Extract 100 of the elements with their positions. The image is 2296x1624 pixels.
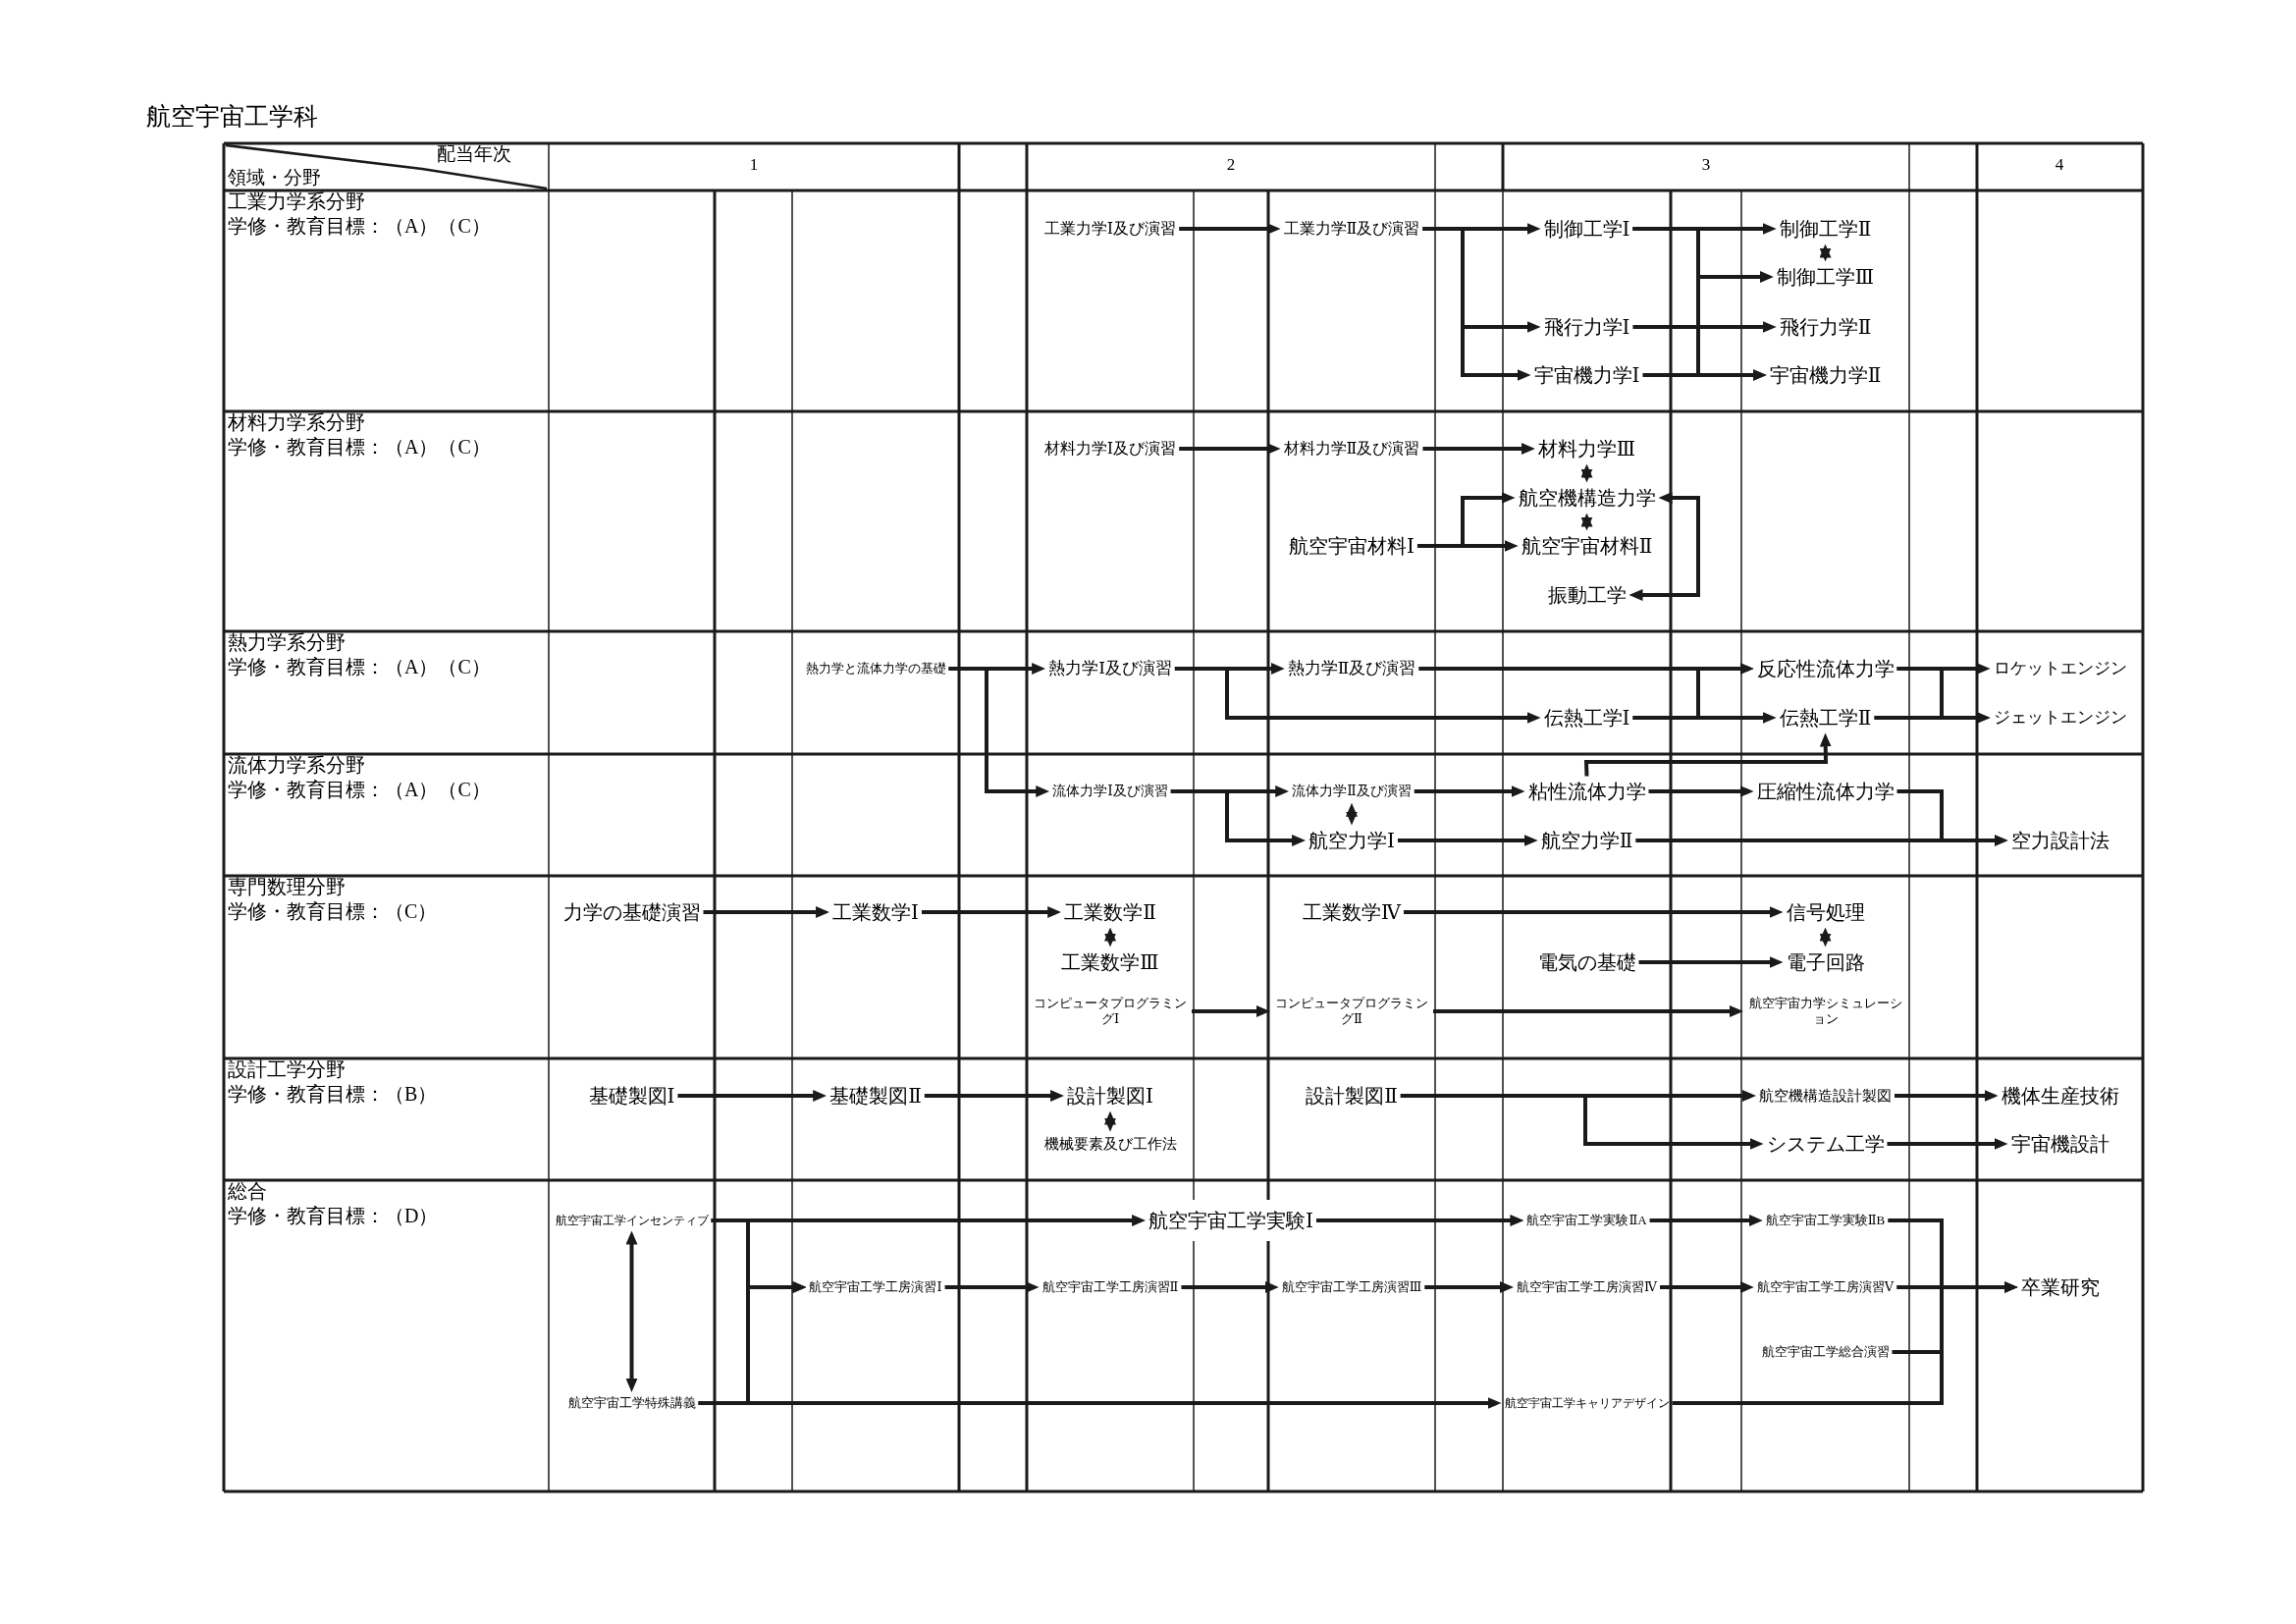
arrow bbox=[921, 906, 1062, 918]
course-name: 熱力学と流体力学の基礎 bbox=[805, 660, 946, 677]
course-name: 航空力学Ⅰ bbox=[1308, 828, 1395, 853]
course-name: 電子回路 bbox=[1786, 949, 1865, 975]
course-name: 航空宇宙工学キャリアデザイン bbox=[1504, 1395, 1670, 1411]
row-header: 学修・教育目標：（B） bbox=[228, 1082, 438, 1106]
arrow bbox=[1174, 667, 1541, 724]
double-arrow bbox=[1104, 1110, 1116, 1132]
arrow bbox=[1638, 956, 1784, 968]
course-name: 機械要素及び工作法 bbox=[1043, 1134, 1177, 1154]
course-name: 卒業研究 bbox=[2020, 1274, 2100, 1300]
arrow bbox=[948, 667, 1050, 797]
arrow bbox=[1414, 785, 1525, 797]
course-name: 航空宇宙工学工房演習Ⅴ bbox=[1756, 1278, 1895, 1296]
year-number: 4 bbox=[2055, 155, 2064, 176]
arrow bbox=[1895, 1090, 1999, 1102]
double-arrow bbox=[1580, 463, 1593, 483]
column-header: 領域・分野 bbox=[228, 167, 321, 189]
row-header: 学修・教育目標：（A）（C） bbox=[228, 214, 491, 238]
arrow bbox=[1424, 1281, 1514, 1293]
arrow bbox=[1416, 540, 1519, 552]
course-name: コンピュータプログラミングⅡ bbox=[1273, 995, 1430, 1028]
course-name: 航空宇宙工学実験Ⅰ bbox=[1148, 1208, 1313, 1233]
course-name: 工業数学Ⅳ bbox=[1303, 899, 1401, 925]
course-name: 航空宇宙工学工房演習Ⅱ bbox=[1041, 1278, 1179, 1296]
arrow bbox=[1181, 1281, 1279, 1293]
double-arrow bbox=[1104, 927, 1116, 947]
course-name: 伝熱工学Ⅱ bbox=[1779, 705, 1872, 731]
course-name: 伝熱工学Ⅰ bbox=[1543, 705, 1630, 731]
row-header: 材料力学系分野 bbox=[228, 410, 365, 434]
course-name: 航空宇宙工学実験ⅡB bbox=[1765, 1212, 1886, 1229]
course-name: 航空宇宙工学工房演習Ⅳ bbox=[1517, 1278, 1657, 1296]
arrow bbox=[1896, 789, 2008, 846]
page-title: 航空宇宙工学科 bbox=[146, 102, 318, 132]
course-name: 航空力学Ⅱ bbox=[1540, 828, 1633, 853]
course-name: 粘性流体力学 bbox=[1527, 779, 1646, 804]
year-number: 2 bbox=[1226, 155, 1236, 176]
arrow bbox=[1422, 443, 1535, 455]
course-name: 航空機構造設計製図 bbox=[1759, 1086, 1892, 1106]
arrow bbox=[1648, 785, 1754, 797]
course-name: 飛行力学Ⅰ bbox=[1543, 314, 1630, 340]
course-name: 空力設計法 bbox=[2010, 828, 2109, 853]
arrow bbox=[1170, 789, 1307, 846]
course-name: 力学の基礎演習 bbox=[562, 899, 701, 925]
course-name: 工業力学Ⅱ及び演習 bbox=[1283, 219, 1420, 239]
arrow bbox=[1874, 712, 1991, 724]
course-name: コンピュータプログラミングⅠ bbox=[1032, 995, 1189, 1028]
course-name: 材料力学Ⅱ及び演習 bbox=[1283, 439, 1420, 459]
arrow bbox=[703, 906, 830, 918]
double-arrow bbox=[1629, 492, 1700, 601]
arrow bbox=[1583, 732, 1832, 777]
row-header: 学修・教育目標：（A）（C） bbox=[228, 655, 491, 678]
arrow bbox=[1404, 906, 1784, 918]
course-name: 流体力学Ⅱ及び演習 bbox=[1292, 783, 1412, 800]
arrow bbox=[1887, 1138, 2008, 1150]
course-name: 制御工学Ⅱ bbox=[1779, 216, 1872, 242]
course-name: 設計製図Ⅱ bbox=[1306, 1083, 1398, 1109]
course-name: 圧縮性流体力学 bbox=[1756, 779, 1895, 804]
course-name: 流体力学Ⅰ及び演習 bbox=[1052, 783, 1168, 800]
course-name: 材料力学Ⅰ及び演習 bbox=[1043, 439, 1177, 459]
course-name: 機体生産技術 bbox=[2001, 1083, 2119, 1109]
arrow bbox=[1632, 321, 1777, 333]
row-header: 工業力学系分野 bbox=[228, 189, 365, 213]
course-name: 工業数学Ⅲ bbox=[1061, 949, 1159, 975]
course-name: 航空宇宙工学インセンティブ bbox=[555, 1213, 709, 1228]
arrow bbox=[698, 1397, 1502, 1409]
arrow bbox=[1632, 712, 1777, 724]
course-name: 航空宇宙工学特殊講義 bbox=[567, 1394, 696, 1412]
column-header: 配当年次 bbox=[437, 143, 511, 166]
course-name: 制御工学Ⅰ bbox=[1543, 216, 1630, 242]
year-number: 1 bbox=[749, 155, 759, 176]
arrow bbox=[1642, 369, 1767, 381]
arrow bbox=[1649, 1215, 1763, 1226]
course-name: 反応性流体力学 bbox=[1756, 656, 1895, 681]
course-name: 航空宇宙工学工房演習Ⅲ bbox=[1281, 1278, 1422, 1296]
row-header: 学修・教育目標：（A）（C） bbox=[228, 435, 491, 459]
arrow bbox=[944, 1281, 1040, 1293]
arrow bbox=[1179, 443, 1281, 455]
arrow bbox=[1315, 1215, 1524, 1226]
double-arrow bbox=[625, 1230, 638, 1392]
arrow bbox=[1179, 223, 1281, 235]
double-arrow bbox=[1819, 927, 1832, 947]
double-arrow bbox=[1580, 513, 1593, 531]
course-name: システム工学 bbox=[1766, 1131, 1885, 1157]
course-name: 熱力学Ⅱ及び演習 bbox=[1287, 658, 1416, 679]
course-name: 工業数学Ⅰ bbox=[832, 899, 919, 925]
arrow bbox=[677, 1090, 828, 1102]
row-header: 学修・教育目標：（A）（C） bbox=[228, 778, 491, 801]
arrow bbox=[924, 1090, 1065, 1102]
arrow bbox=[1397, 835, 1538, 846]
year-number: 3 bbox=[1701, 155, 1711, 176]
course-name: 飛行力学Ⅱ bbox=[1779, 314, 1872, 340]
course-name: ジェットエンジン bbox=[1993, 707, 2127, 729]
arrow bbox=[1192, 1005, 1270, 1017]
course-name: 信号処理 bbox=[1786, 899, 1865, 925]
row-header: 流体力学系分野 bbox=[228, 753, 365, 777]
course-name: ロケットエンジン bbox=[1993, 658, 2127, 679]
course-name: 工業数学Ⅱ bbox=[1064, 899, 1156, 925]
course-name: 航空宇宙工学総合演習 bbox=[1761, 1343, 1890, 1361]
arrow bbox=[1892, 1281, 2018, 1354]
